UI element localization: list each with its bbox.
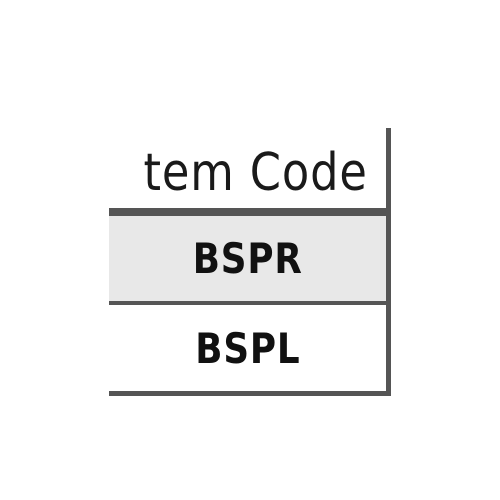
header-divider (109, 208, 390, 216)
item-code-table: tem Code BSPR BSPL (109, 0, 390, 396)
table-right-border (386, 128, 391, 396)
item-code-cell: BSPL (195, 323, 301, 373)
table-bottom-border (109, 391, 390, 396)
item-code-cell: BSPR (193, 234, 303, 283)
table-row[interactable]: BSPR (109, 216, 387, 301)
column-header-label: tem Code (143, 143, 368, 203)
table-body: tem Code BSPR BSPL (109, 0, 390, 396)
table-row[interactable]: BSPL (109, 305, 387, 391)
column-header-cell[interactable] (109, 128, 387, 208)
row-divider (109, 301, 390, 305)
